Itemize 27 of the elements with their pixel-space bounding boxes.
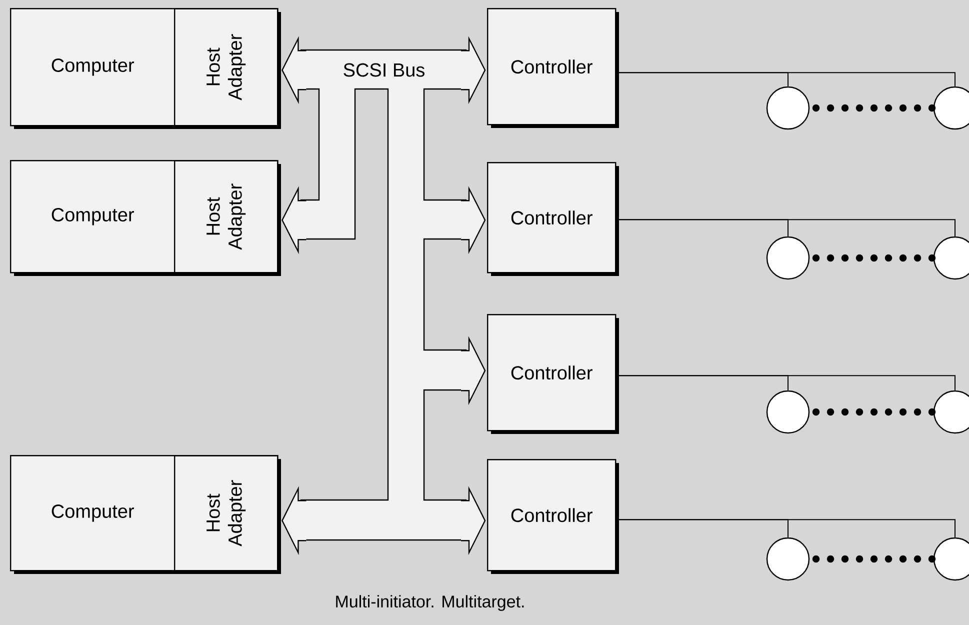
controller-box: Controller	[487, 162, 619, 276]
controller-box: Controller	[487, 314, 619, 434]
controller-box: Controller	[487, 8, 619, 128]
bus-arrow	[460, 336, 486, 406]
host-adapter-box: Host Adapter	[174, 455, 278, 572]
disk-circle	[766, 86, 810, 130]
disk-circle	[766, 236, 810, 280]
caption: Multi-initiator. Multitarget.	[336, 595, 524, 611]
bus-band: SCSI Bus	[300, 49, 467, 541]
disk-circle	[766, 390, 810, 434]
bus-arrow	[282, 486, 307, 556]
bus-arrow	[282, 186, 307, 254]
bus-arrow	[460, 186, 486, 254]
bus-arrow	[282, 36, 307, 104]
computer-box: Computer Host Adapter	[10, 455, 281, 574]
disk-circle	[933, 390, 969, 434]
host-adapter-box: Host Adapter	[174, 8, 278, 126]
host-adapter-box: Host Adapter	[174, 160, 278, 274]
disk-circle	[933, 236, 969, 280]
computer-box: Computer Host Adapter	[10, 8, 281, 129]
bus-arrow	[460, 486, 486, 556]
bus-arrow	[460, 36, 486, 104]
computer-box: Computer Host Adapter	[10, 160, 281, 276]
disk-circle	[933, 86, 969, 130]
disk-circle	[933, 537, 969, 581]
controller-box: Controller	[487, 459, 619, 574]
disk-circle	[766, 537, 810, 581]
